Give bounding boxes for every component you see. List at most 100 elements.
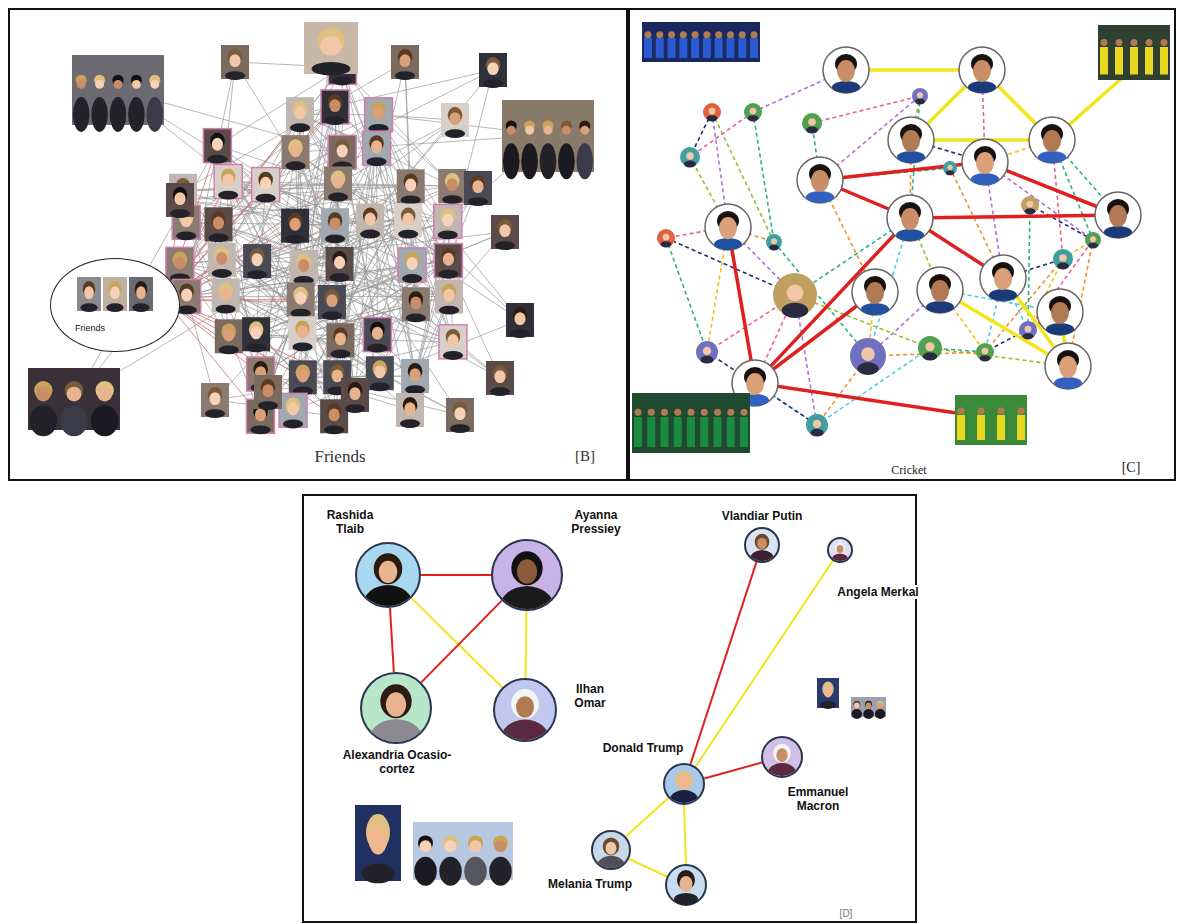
- team-player-head: [715, 31, 722, 38]
- photo-face: [507, 126, 516, 135]
- portrait: [362, 674, 430, 742]
- name-label: Donald Trump: [601, 741, 686, 755]
- tie-line: [165, 114, 300, 300]
- photo-body: [414, 857, 437, 886]
- photo-face: [95, 80, 104, 89]
- friends-network: [28, 22, 594, 436]
- network-line: [342, 67, 452, 186]
- group-label: Friends: [73, 323, 107, 334]
- tie-line: [165, 107, 335, 300]
- dashed-link: [1030, 205, 1093, 240]
- photo-face: [289, 218, 300, 231]
- team-player-head: [668, 31, 675, 38]
- team-player: [700, 417, 708, 447]
- photo-face: [371, 140, 382, 153]
- network-line: [340, 62, 405, 340]
- photo-face: [298, 259, 309, 272]
- photo-face: [294, 106, 305, 119]
- photo-face: [443, 289, 454, 302]
- photo-face: [403, 213, 414, 226]
- player-face: [719, 217, 737, 239]
- photo-face: [229, 54, 240, 67]
- person-node: Ayanna Pressiey: [491, 539, 563, 611]
- avatar-body: [810, 429, 823, 437]
- photo-face: [297, 325, 308, 338]
- player-body: [971, 173, 999, 185]
- photo-body: [110, 97, 127, 132]
- player-portrait: [1029, 117, 1075, 163]
- photo-body: [438, 231, 458, 240]
- team-photo: [632, 393, 750, 453]
- team-player-head: [1131, 39, 1138, 46]
- photo-body: [290, 123, 310, 132]
- photo-body: [577, 143, 594, 179]
- avatar: [918, 336, 942, 360]
- player-face: [902, 130, 920, 152]
- portrait-hair: [603, 837, 620, 855]
- name-label: Vlandiar Putin: [720, 509, 805, 523]
- network-line: [266, 70, 493, 185]
- strong-link: [755, 218, 910, 383]
- dashed-link: [690, 112, 753, 157]
- player-face: [1109, 205, 1127, 227]
- photo-face: [472, 180, 483, 193]
- player-face: [1059, 356, 1077, 378]
- photo-body: [324, 425, 344, 434]
- photo-face: [132, 80, 141, 89]
- avatar-face: [750, 108, 757, 115]
- photo-face: [223, 174, 234, 187]
- avatar: [912, 88, 928, 104]
- group-ellipse: Friends: [50, 258, 180, 352]
- network-line: [266, 185, 500, 378]
- photo-face: [150, 80, 159, 89]
- portrait: [495, 680, 555, 740]
- player-face: [837, 60, 855, 82]
- team-player-head: [1018, 408, 1025, 415]
- player-body: [832, 81, 860, 93]
- photo-body: [400, 419, 420, 428]
- photo-face: [349, 387, 360, 400]
- portrait-body: [831, 554, 849, 561]
- person-node: Ilhan Omar: [493, 678, 557, 742]
- photo-body: [207, 155, 227, 164]
- portrait-face: [386, 692, 406, 716]
- player-body: [714, 238, 742, 250]
- photo-body: [503, 143, 520, 179]
- portrait-face: [680, 876, 693, 892]
- player-body: [968, 81, 996, 93]
- avatar-face: [925, 342, 934, 351]
- photo-face: [295, 292, 306, 305]
- photo-face: [409, 368, 420, 381]
- photo-hair: [877, 701, 884, 708]
- team-photo: [642, 22, 760, 62]
- team-player-head: [751, 31, 758, 38]
- player-portrait: [1045, 343, 1091, 389]
- photo-face: [84, 286, 94, 299]
- team-player-head: [978, 408, 985, 415]
- team-player-head: [1161, 39, 1168, 46]
- photo-body: [328, 193, 348, 202]
- team-player: [647, 417, 655, 447]
- team-player-head: [1101, 39, 1108, 46]
- portrait: [357, 544, 419, 606]
- avatar-body: [684, 161, 696, 168]
- strong-link: [755, 383, 990, 418]
- photo-body: [483, 79, 503, 88]
- portrait-clip: [746, 529, 778, 561]
- portrait: [763, 738, 801, 776]
- player-portrait: [887, 195, 933, 241]
- photo-body: [258, 401, 278, 410]
- photo-face: [220, 288, 231, 301]
- photo-face: [499, 224, 510, 237]
- photo-face: [420, 840, 432, 852]
- photo-face: [320, 36, 342, 56]
- portrait-face: [678, 775, 689, 789]
- label-wrap: Melania Trump: [535, 874, 645, 892]
- label-wrap: Rashida Tlaib: [314, 508, 386, 537]
- photo-face: [454, 407, 465, 420]
- label-wrap: Cricket: [889, 460, 928, 478]
- avatar-body: [1088, 243, 1098, 249]
- portrait-body: [596, 856, 626, 868]
- player-body: [861, 303, 889, 315]
